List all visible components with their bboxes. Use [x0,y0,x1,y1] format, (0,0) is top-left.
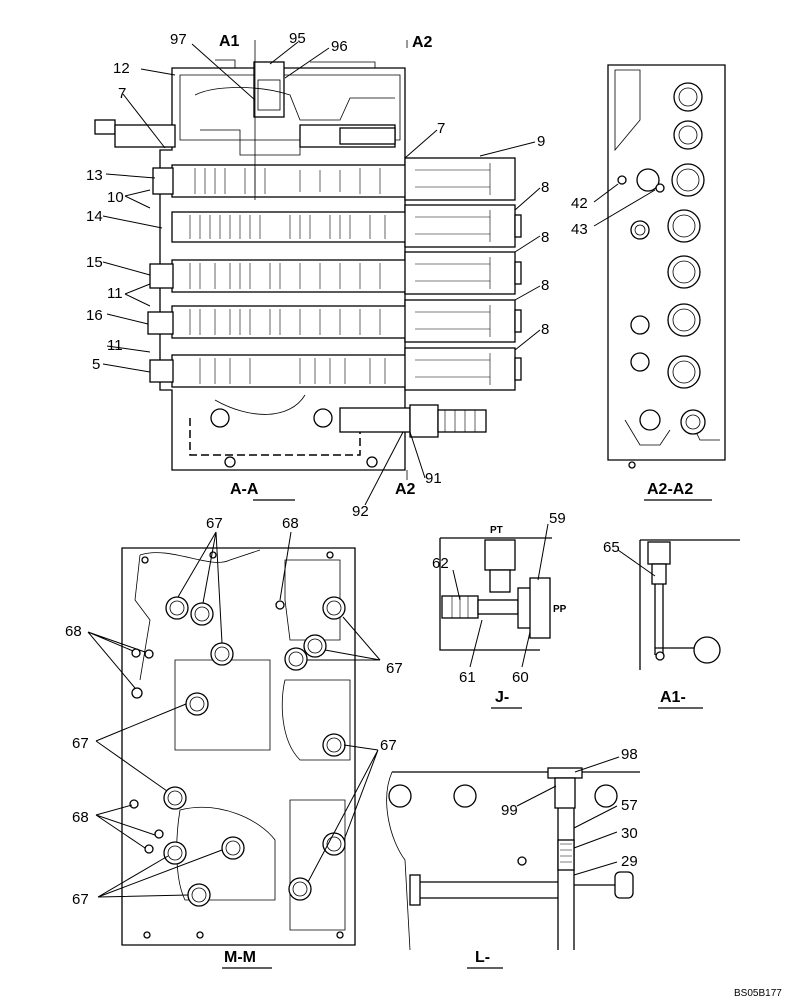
callout-67-right-upper: 67 [386,660,403,677]
caption-a2-a2: A2-A2 [647,481,693,498]
section-mark-a2-bottom: A2 [395,481,416,498]
m-m-ports [129,551,346,939]
callout-57: 57 [621,797,638,814]
caption-a1: A1- [660,689,686,706]
callout-10: 10 [107,189,124,206]
callout-11-upper: 11 [107,285,123,302]
callout-97: 97 [170,31,187,48]
callout-92: 92 [352,503,369,520]
callout-98: 98 [621,746,638,763]
callout-8-c: 8 [541,277,549,294]
callout-65: 65 [603,539,620,556]
callout-8-b: 8 [541,229,549,246]
drawing-id: BS05B177 [734,988,782,999]
view-l: L- 98 99 57 30 29 [386,746,640,969]
callout-29: 29 [621,853,638,870]
view-a2-a2: A2-A2 42 43 [571,64,726,501]
caption-a-a: A-A [230,481,259,498]
callout-67-bottom: 67 [72,891,89,908]
callout-14: 14 [86,208,103,225]
port-label-pt: PT [490,525,503,536]
callout-62: 62 [432,555,449,572]
callout-16: 16 [86,307,103,324]
callout-5: 5 [92,356,100,373]
callout-95: 95 [289,30,306,47]
callout-61: 61 [459,669,476,686]
view-a-a [94,40,541,506]
section-mark-a1: A1 [219,33,240,50]
callout-68-left-lower: 68 [72,809,89,826]
callout-13: 13 [86,167,103,184]
callout-91: 91 [425,470,442,487]
view-a-a-labels: A-A A1 A2 A2 97 95 96 12 7 7 9 13 10 14 … [86,30,549,520]
callout-12: 12 [113,60,130,77]
view-a1: A1- 65 [603,539,740,709]
a2-bores [617,82,706,469]
callout-67-left-mid: 67 [72,735,89,752]
callout-7-left: 7 [118,85,126,102]
callout-96: 96 [331,38,348,55]
callout-8-a: 8 [541,179,549,196]
caption-j: J- [495,689,509,706]
callout-68-left-upper: 68 [65,623,82,640]
callout-67-right-lower: 67 [380,737,397,754]
callout-43: 43 [571,221,588,238]
callout-11-lower: 11 [107,337,123,354]
caption-l: L- [475,949,490,966]
callout-59: 59 [549,510,566,527]
section-mark-a2-top: A2 [412,34,433,51]
callout-60: 60 [512,669,529,686]
callout-7-right: 7 [437,120,445,137]
callout-99: 99 [501,802,518,819]
port-label-pp: PP [553,604,567,615]
callout-42: 42 [571,195,588,212]
callout-15: 15 [86,254,103,271]
callout-67-top: 67 [206,515,223,532]
callout-68-top: 68 [282,515,299,532]
caption-m-m: M-M [224,949,256,966]
view-m-m: M-M 67 68 68 67 67 67 68 67 [65,515,403,969]
view-j: J- PT PP 59 62 61 60 [432,510,567,709]
callout-30: 30 [621,825,638,842]
callout-9: 9 [537,133,545,150]
callout-8-d: 8 [541,321,549,338]
